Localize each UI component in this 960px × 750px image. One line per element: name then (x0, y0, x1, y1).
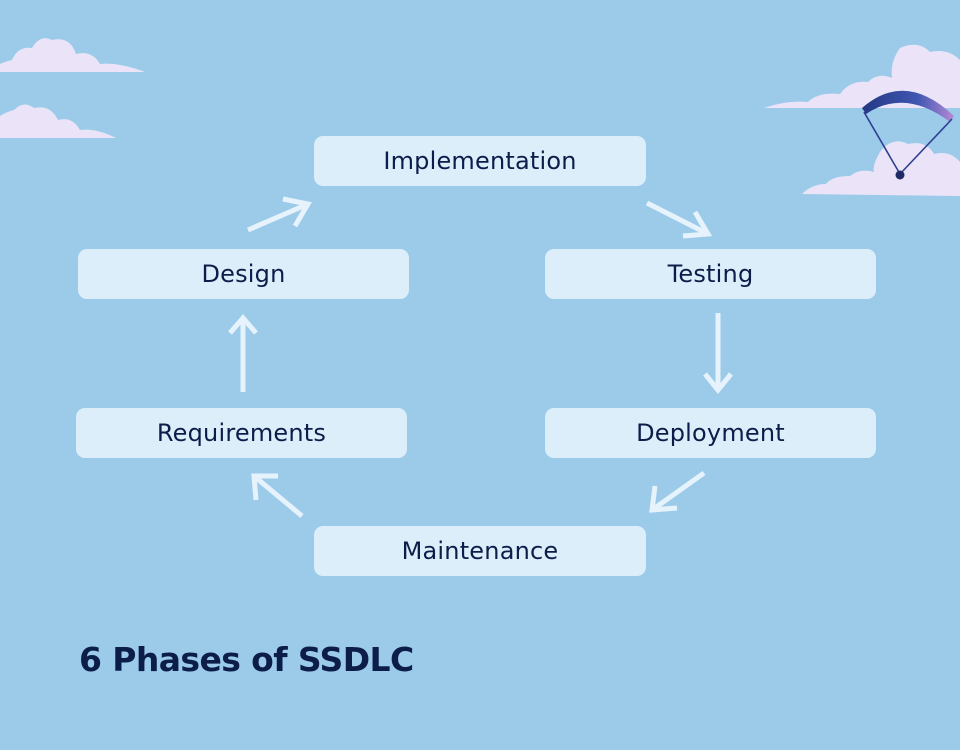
arrow-implementation-to-testing (645, 200, 713, 239)
phase-deployment: Deployment (545, 408, 876, 458)
cloud-icon (764, 44, 960, 108)
arrow-maintenance-to-requirements (251, 473, 304, 518)
arrow-design-to-implementation (247, 196, 312, 233)
arrow-requirements-to-design (228, 314, 258, 392)
phase-requirements: Requirements (76, 408, 407, 458)
parachute-icon (862, 90, 954, 180)
arrow-deployment-to-maintenance (649, 470, 706, 513)
phase-design: Design (78, 249, 409, 299)
arrow-testing-to-deployment (703, 313, 733, 394)
cloud-icon (0, 38, 145, 72)
phase-maintenance: Maintenance (314, 526, 646, 576)
cloud-icon (802, 141, 960, 196)
phase-implementation: Implementation (314, 136, 646, 186)
phase-testing: Testing (545, 249, 876, 299)
diagram-title: 6 Phases of SSDLC (79, 640, 414, 679)
cloud-icon (0, 104, 116, 138)
